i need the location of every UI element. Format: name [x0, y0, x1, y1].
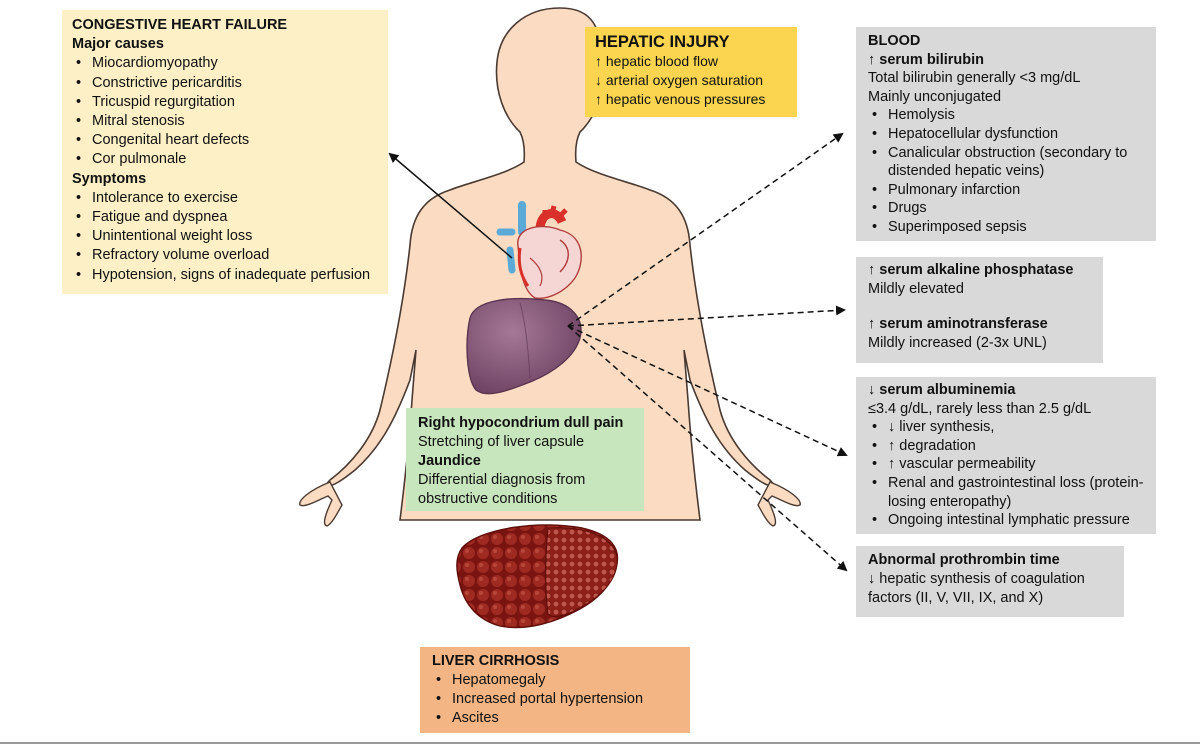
list-item: Hypotension, signs of inadequate perfusi… [72, 266, 378, 285]
albuminemia-heading: ↓ serum albuminemia [868, 382, 1016, 398]
list-item: ↑ vascular permeability [868, 455, 1144, 474]
cirrhotic-liver-icon [456, 524, 619, 629]
list-item: Intolerance to exercise [72, 189, 378, 208]
list-item: Unintentional weight loss [72, 227, 378, 246]
list-item: Tricuspid regurgitation [72, 93, 378, 112]
prothrombin-heading: Abnormal prothrombin time [868, 552, 1060, 568]
major-causes-heading: Major causes [72, 36, 164, 53]
congestive-heart-failure-box: CONGESTIVE HEART FAILURE Major causes Mi… [62, 10, 388, 294]
list-item: Pulmonary infarction [868, 181, 1144, 200]
hepatic-injury-line: ↓ arterial oxygen saturation [595, 72, 764, 88]
list-item: Drugs [868, 199, 1144, 218]
albuminemia-box: ↓ serum albuminemia ≤3.4 g/dL, rarely le… [856, 377, 1156, 534]
arrow-to-prothrombin [567, 325, 848, 572]
arrow-to-enzymes [567, 305, 846, 327]
chf-title: CONGESTIVE HEART FAILURE [72, 17, 288, 33]
list-item: ↓ liver synthesis, [868, 418, 1144, 437]
arrow-to-albumin [567, 325, 848, 457]
hepatic-injury-line: ↑ hepatic blood flow [595, 53, 718, 69]
albuminemia-line: ≤3.4 g/dL, rarely less than 2.5 g/dL [868, 400, 1092, 417]
hepatic-injury-title: HEPATIC INJURY [595, 33, 730, 51]
list-item: Hemolysis [868, 106, 1144, 125]
heart-icon [496, 201, 582, 299]
bilirubin-line: Mainly unconjugated [868, 88, 1002, 105]
dull-pain-heading: Right hypocondrium dull pain [418, 415, 624, 431]
aminotransferase-heading: ↑ serum aminotransferase [868, 316, 1048, 332]
liver-icon [466, 297, 582, 395]
dull-pain-text: Stretching of liver capsule [418, 434, 585, 450]
list-item: Canalicular obstruction (secondary to di… [868, 144, 1144, 181]
enzymes-box: ↑ serum alkaline phosphatase Mildly elev… [856, 257, 1103, 363]
liver-cirrhosis-list: Hepatomegaly Increased portal hypertensi… [432, 671, 678, 728]
list-item: Ascites [432, 709, 678, 728]
bilirubin-line: Total bilirubin generally <3 mg/dL [868, 70, 1081, 87]
bilirubin-causes-list: Hemolysis Hepatocellular dysfunction Can… [868, 106, 1144, 236]
blood-box: BLOOD ↑ serum bilirubin Total bilirubin … [856, 27, 1156, 241]
list-item: Increased portal hypertension [432, 690, 678, 709]
list-item: Ongoing intestinal lymphatic pressure [868, 511, 1144, 530]
liver-cirrhosis-box: LIVER CIRRHOSIS Hepatomegaly Increased p… [420, 647, 690, 733]
list-item: Miocardiomyopathy [72, 54, 378, 73]
list-item: Hepatocellular dysfunction [868, 125, 1144, 144]
list-item: Superimposed sepsis [868, 218, 1144, 237]
prothrombin-text: ↓ hepatic synthesis of coagulation facto… [868, 571, 1085, 606]
list-item: Refractory volume overload [72, 246, 378, 265]
major-causes-list: Miocardiomyopathy Constrictive pericardi… [72, 54, 378, 169]
list-item: Fatigue and dyspnea [72, 208, 378, 227]
blood-title: BLOOD [868, 33, 921, 49]
hepatic-injury-line: ↑ hepatic venous pressures [595, 91, 766, 107]
albuminemia-list: ↓ liver synthesis, ↑ degradation ↑ vascu… [868, 418, 1144, 530]
right-hypocondrium-box: Right hypocondrium dull pain Stretching … [406, 408, 644, 511]
arrow-to-blood [567, 132, 844, 327]
jaundice-text: Differential diagnosis from obstructive … [418, 472, 586, 507]
prothrombin-box: Abnormal prothrombin time ↓ hepatic synt… [856, 546, 1124, 617]
bottom-divider [0, 742, 1200, 744]
list-item: ↑ degradation [868, 437, 1144, 456]
connector-arrows [388, 132, 848, 572]
list-item: Renal and gastrointestinal loss (protein… [868, 474, 1144, 511]
symptoms-list: Intolerance to exercise Fatigue and dysp… [72, 189, 378, 285]
left-hand [299, 481, 343, 527]
list-item: Cor pulmonale [72, 150, 378, 169]
list-item: Mitral stenosis [72, 112, 378, 131]
liver-cirrhosis-title: LIVER CIRRHOSIS [432, 653, 560, 669]
right-hand [757, 481, 801, 527]
alkaline-phosphatase-heading: ↑ serum alkaline phosphatase [868, 262, 1074, 278]
list-item: Constrictive pericarditis [72, 74, 378, 93]
serum-bilirubin-heading: ↑ serum bilirubin [868, 51, 985, 68]
list-item: Congenital heart defects [72, 131, 378, 150]
aminotransferase-text: Mildly increased (2-3x UNL) [868, 335, 1047, 351]
hepatic-injury-box: HEPATIC INJURY ↑ hepatic blood flow ↓ ar… [585, 27, 797, 117]
symptoms-heading: Symptoms [72, 170, 147, 187]
list-item: Hepatomegaly [432, 671, 678, 690]
arrow-to-chf [388, 152, 513, 259]
jaundice-heading: Jaundice [418, 453, 481, 469]
alkaline-phosphatase-text: Mildly elevated [868, 281, 964, 297]
